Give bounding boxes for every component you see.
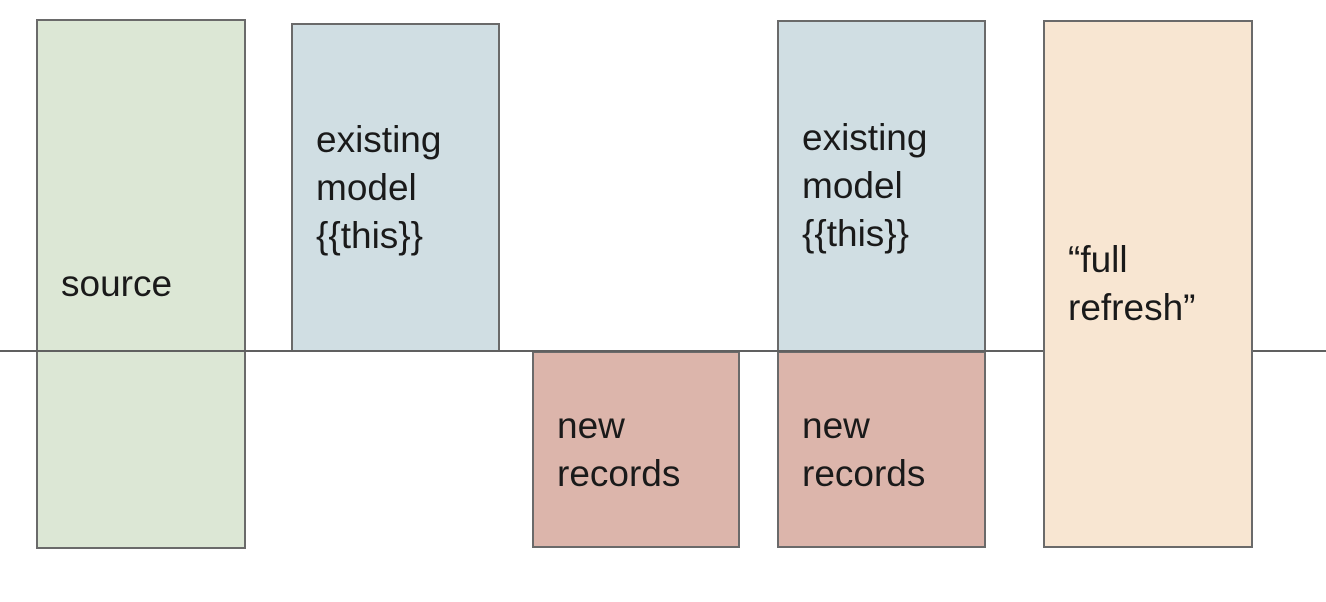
source-label: source: [61, 263, 173, 304]
new-records-label-2: new records: [802, 404, 926, 494]
new-records-label-1: new records: [557, 404, 681, 494]
baseline-right-segment: [1253, 350, 1326, 352]
baseline-left-segment: [0, 350, 1043, 352]
existing-model-label-2: existing model {{this}}: [802, 117, 928, 254]
full-refresh-label: “full refresh”: [1068, 239, 1196, 328]
new-records-box-1: new records: [532, 351, 740, 548]
new-records-box-2: new records: [777, 351, 986, 548]
full-refresh-box: “full refresh”: [1043, 20, 1253, 548]
existing-model-box-1: existing model {{this}}: [291, 23, 500, 352]
source-box: source: [36, 19, 246, 549]
existing-model-label-1: existing model {{this}}: [316, 118, 442, 256]
existing-model-box-2: existing model {{this}}: [777, 20, 986, 352]
